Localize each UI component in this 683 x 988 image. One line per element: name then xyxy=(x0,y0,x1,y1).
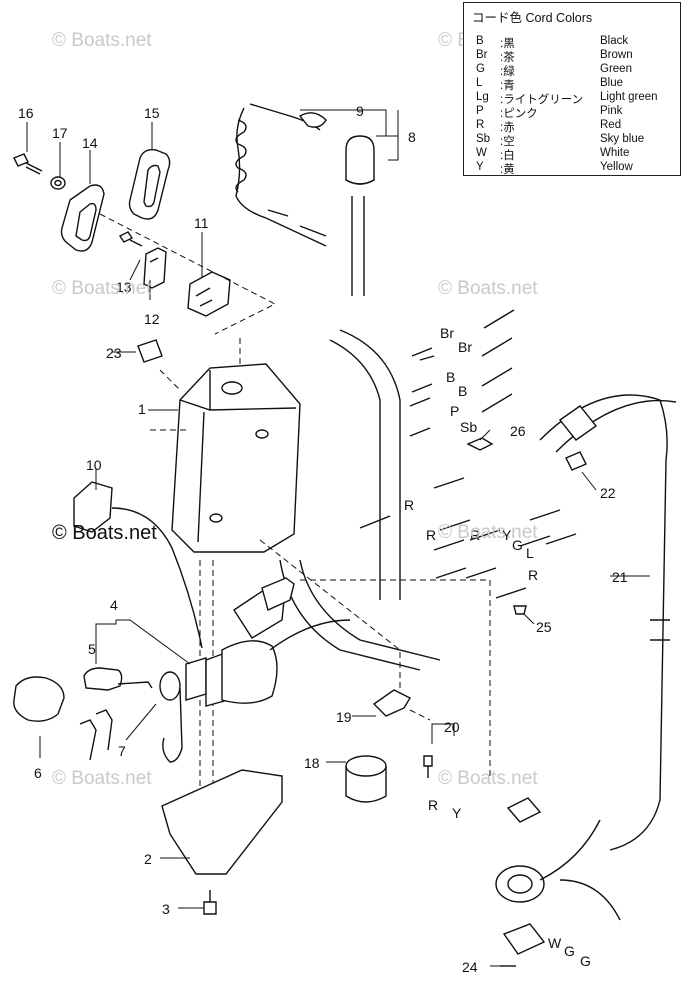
callout-23: 23 xyxy=(106,345,122,361)
callout-5: 5 xyxy=(88,641,96,657)
callout-6: 6 xyxy=(34,765,42,781)
part-23-pad xyxy=(137,339,163,363)
callout-13: 13 xyxy=(116,279,132,295)
wire-label-p: P xyxy=(450,403,459,419)
callout-17: 17 xyxy=(52,125,68,141)
wire-label-br: Br xyxy=(458,339,472,355)
callout-16: 16 xyxy=(18,105,34,121)
callout-7: 7 xyxy=(118,743,126,759)
callout-22: 22 xyxy=(600,485,616,501)
part-9-lanyard xyxy=(235,103,327,247)
part-26-clip xyxy=(466,437,494,451)
part-8-lanyard-switch xyxy=(345,135,375,296)
part-20-screw xyxy=(423,755,433,778)
wire-label-b: B xyxy=(446,369,455,385)
wire-label-r: R xyxy=(404,497,414,513)
watermark: © Boats.net xyxy=(52,522,157,544)
wire-label-r: R xyxy=(528,567,538,583)
callout-1: 1 xyxy=(138,401,146,417)
watermark: © Boats.net xyxy=(52,278,152,299)
wire-label-g: G xyxy=(580,953,591,969)
callout-11: 11 xyxy=(194,215,209,231)
wire-label-g: G xyxy=(512,537,523,553)
wire-label-r: R xyxy=(428,797,438,813)
watermark: © Boats.net xyxy=(438,768,538,789)
callout-25: 25 xyxy=(536,619,552,635)
callout-24: 24 xyxy=(462,959,478,975)
watermark: © Boats.net xyxy=(52,768,152,789)
part-14-plate xyxy=(60,184,105,252)
callout-26: 26 xyxy=(510,423,526,439)
part-17-washer xyxy=(50,176,66,190)
part-1-switch-box xyxy=(171,363,301,553)
wire-label-g: G xyxy=(564,943,575,959)
wire-label-l: L xyxy=(526,545,534,561)
legend-title: コード色 Cord Colors xyxy=(472,11,593,25)
part-13-screw xyxy=(118,231,143,247)
callout-9: 9 xyxy=(356,103,364,119)
callout-14: 14 xyxy=(82,135,98,151)
watermark: © Boats.net xyxy=(438,522,538,543)
wire-label-b: B xyxy=(458,383,467,399)
part-21-harness xyxy=(539,394,677,851)
callout-3: 3 xyxy=(162,901,170,917)
wire-label-r: R xyxy=(470,527,480,543)
part-10-connector xyxy=(73,481,295,649)
part-2-plate xyxy=(161,769,283,875)
part-25-clip xyxy=(513,605,527,615)
part-11-connector xyxy=(187,271,231,317)
part-4-key-switch xyxy=(185,619,351,707)
part-12-switch xyxy=(143,247,167,289)
callout-4: 4 xyxy=(110,597,118,613)
wire-label-w: W xyxy=(548,935,562,951)
watermark: © Boats.net xyxy=(438,278,538,299)
callout-8: 8 xyxy=(408,129,416,145)
part-5-key xyxy=(79,667,153,761)
callout-20: 20 xyxy=(444,719,460,735)
watermark: © Boats.net xyxy=(52,30,152,51)
part-3-bolt xyxy=(203,890,217,915)
part-15-grommet xyxy=(128,148,171,220)
callout-12: 12 xyxy=(144,311,160,327)
callout-21: 21 xyxy=(612,569,628,585)
part-6-cap xyxy=(13,676,65,722)
callout-2: 2 xyxy=(144,851,152,867)
callout-15: 15 xyxy=(144,105,160,121)
part-22-pad xyxy=(565,451,587,471)
part-16-screw xyxy=(13,153,43,175)
wire-terminals xyxy=(359,309,577,599)
wire-label-sb: Sb xyxy=(460,419,477,435)
part-18-clamp xyxy=(345,755,387,803)
callout-19: 19 xyxy=(336,709,352,725)
wire-label-y: Y xyxy=(452,805,462,821)
part-7-cap xyxy=(159,671,183,763)
wire-label-r: R xyxy=(426,527,436,543)
wire-label-y: Y xyxy=(502,527,512,543)
part-19-bracket xyxy=(372,689,411,717)
lower-connectors xyxy=(495,797,621,967)
wire-label-br: Br xyxy=(440,325,454,341)
callout-18: 18 xyxy=(304,755,320,771)
callout-10: 10 xyxy=(86,457,102,473)
